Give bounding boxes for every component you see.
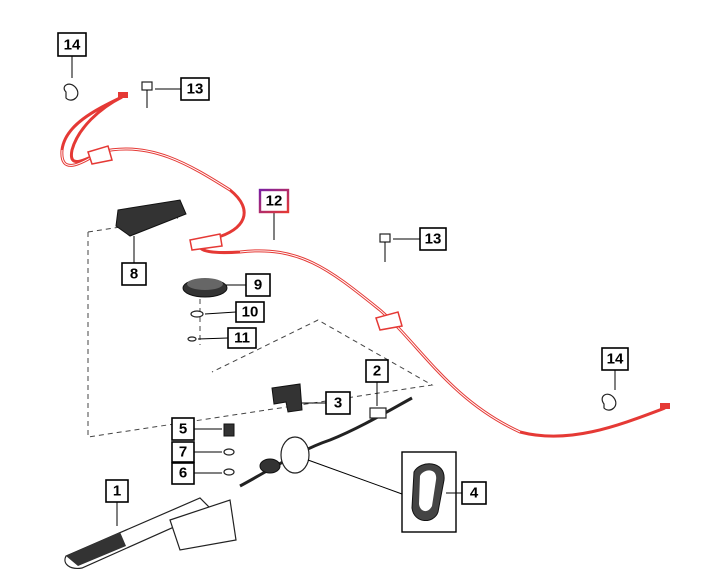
svg-text:2: 2	[373, 363, 381, 380]
callout-13-top[interactable]: 13	[180, 77, 210, 101]
front-cable-2-icon	[239, 396, 413, 488]
leader-lines	[71, 56, 616, 526]
svg-text:4: 4	[470, 485, 479, 502]
callout-8[interactable]: 8	[121, 262, 147, 286]
svg-text:8: 8	[130, 266, 138, 283]
svg-text:10: 10	[242, 304, 259, 321]
callout-2[interactable]: 2	[365, 359, 389, 383]
callout-1[interactable]: 1	[105, 479, 129, 503]
console-bracket-8-icon	[115, 199, 187, 237]
callout-11[interactable]: 11	[227, 327, 257, 349]
cable-equalizer	[189, 233, 223, 251]
callout-10[interactable]: 10	[235, 301, 265, 323]
callout-5[interactable]: 5	[171, 417, 195, 441]
svg-text:6: 6	[179, 465, 187, 482]
svg-text:11: 11	[234, 330, 250, 347]
grommet-9-icon	[182, 278, 228, 298]
cable-bracket-right	[375, 311, 403, 331]
callout-12-highlighted[interactable]: 12	[258, 188, 290, 214]
callout-3[interactable]: 3	[325, 391, 351, 415]
callout-6[interactable]: 6	[171, 462, 195, 485]
insulator-3-icon	[271, 383, 303, 413]
clip-14-top-icon	[63, 83, 79, 101]
clip-14-right-icon	[601, 393, 617, 411]
parking-brake-lever-1-icon	[64, 497, 237, 569]
nut-11-icon	[187, 336, 197, 342]
callout-14-top[interactable]: 14	[57, 32, 87, 57]
rear-brake-cable-12	[60, 92, 670, 438]
svg-text:9: 9	[254, 277, 262, 294]
callout-14-right[interactable]: 14	[601, 347, 629, 371]
washer-10-icon	[190, 310, 204, 318]
svg-text:12: 12	[266, 193, 283, 210]
callout-13-right[interactable]: 13	[419, 227, 447, 251]
nut-6-icon	[223, 468, 235, 476]
svg-text:14: 14	[607, 351, 624, 368]
svg-text:14: 14	[64, 37, 81, 54]
callout-7[interactable]: 7	[171, 441, 195, 463]
svg-text:3: 3	[334, 395, 342, 412]
svg-text:5: 5	[179, 421, 187, 438]
bolt-13-top-icon	[141, 81, 153, 108]
cable-bracket-left	[87, 145, 113, 165]
callout-4[interactable]: 4	[461, 481, 487, 505]
cable-end-right	[660, 403, 670, 409]
svg-text:7: 7	[179, 444, 187, 461]
svg-text:13: 13	[425, 231, 442, 248]
bolt-13-right-icon	[379, 233, 391, 262]
bolt-5-icon	[223, 423, 235, 437]
svg-text:1: 1	[113, 483, 121, 500]
svg-text:13: 13	[187, 81, 204, 98]
cable-end-top	[118, 92, 128, 98]
washer-7-icon	[223, 448, 235, 456]
callout-9[interactable]: 9	[245, 273, 271, 297]
